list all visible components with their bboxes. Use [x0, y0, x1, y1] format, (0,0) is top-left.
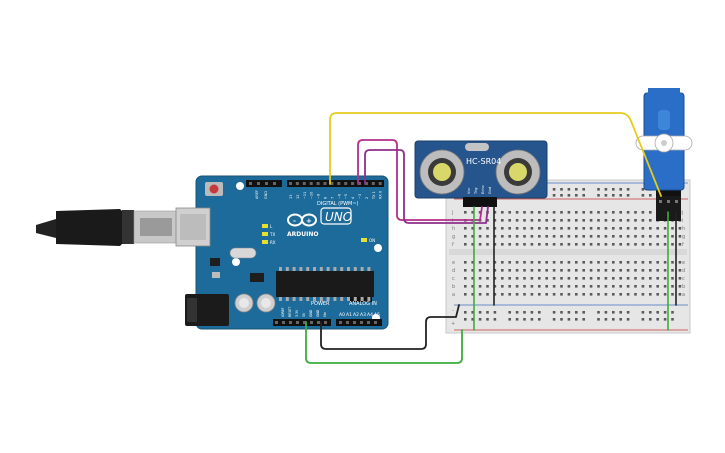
digital-pin-label: ~5 [344, 194, 348, 199]
analog-pin-label: A2 [353, 312, 359, 318]
usb-cable[interactable] [36, 209, 179, 246]
svg-text:-: - [293, 217, 296, 225]
uno-badge [320, 207, 352, 225]
digital-pin-label: 8 [324, 197, 328, 199]
row-letter: c [452, 276, 455, 282]
row-letter: b [682, 284, 685, 290]
power-pin-label: GND [316, 309, 320, 317]
power-analog-header[interactable] [273, 319, 382, 326]
row-letter: a [452, 292, 455, 298]
analog-in-label: ANALOG IN [349, 301, 377, 307]
digital-pin-label: ~9 [317, 194, 321, 199]
power-label: POWER [311, 301, 330, 307]
digital-pin-header[interactable] [246, 180, 384, 187]
led-l-label: L [270, 224, 273, 229]
wire-purple-echo[interactable] [364, 149, 489, 224]
digital-pin-label: RX 0 [379, 191, 383, 199]
svg-text:+: + [306, 217, 312, 225]
digital-pin-label: TX 1 [372, 191, 376, 200]
sensor-pin-label: Trig [474, 188, 478, 195]
power-pin-label: GND [309, 309, 313, 317]
row-letter: h [682, 226, 685, 232]
power-pin-label: 3.3V [295, 309, 299, 317]
analog-pin-label: A3 [360, 312, 366, 318]
row-letter: i [452, 218, 453, 224]
analog-pin-label: A0 [339, 312, 345, 318]
digital-pin-label: 4 [351, 196, 355, 199]
arduino-logo: - + [287, 213, 317, 227]
row-letter: d [682, 268, 685, 274]
uno-model-text: UNO [325, 210, 352, 224]
crystal-oscillator [229, 247, 257, 259]
row-letter: f [452, 242, 454, 248]
wire-yellow-servo-signal[interactable] [329, 112, 662, 197]
sensor-pin-label: Gnd [488, 187, 492, 194]
digital-pin-label: ~3 [358, 194, 362, 199]
analog-pin-label: A4 [367, 312, 373, 318]
led-on-label: ON [369, 238, 375, 243]
row-letter: g [682, 234, 685, 240]
power-pin-label: RESET [288, 307, 292, 317]
row-letter: i [682, 218, 683, 224]
digital-pin-label: 7 [330, 197, 334, 199]
wire-black-gnd[interactable] [320, 304, 460, 350]
row-letter: h [452, 226, 455, 232]
gnd-pin-label: GND [264, 191, 268, 199]
wire-magenta-trig[interactable] [357, 139, 483, 221]
row-letter: a [682, 292, 685, 298]
rail-minus-label: - [452, 308, 454, 314]
power-pin-label: 5V [302, 312, 306, 317]
power-pin-label: IOREF [281, 307, 285, 317]
aref-pin-label: AREF [255, 190, 259, 199]
row-letter: f [682, 242, 684, 248]
digital-pin-label: ~10 [310, 192, 314, 199]
power-pin-label: Vin [323, 312, 327, 317]
digital-pin-label: 2 [365, 197, 369, 199]
sensor-pin-label: Vcc [467, 188, 471, 194]
wire-green-5v[interactable] [305, 321, 463, 364]
arduino-brand-text: ARDUINO [287, 231, 318, 238]
row-letter: e [682, 260, 685, 266]
row-letter: g [452, 234, 455, 240]
led-tx-label: TX [269, 232, 275, 237]
digital-pin-label: 13 [289, 195, 293, 199]
row-letter: e [452, 260, 455, 266]
digital-pwm-label: DIGITAL (PWM~) [317, 201, 359, 207]
analog-pin-label: A1 [346, 312, 352, 318]
analog-pin-label: A5 [374, 312, 380, 318]
digital-pin-label: ~6 [337, 194, 341, 199]
row-letter: j [681, 210, 683, 216]
row-letter: b [452, 284, 455, 290]
digital-pin-label: 12 [296, 195, 300, 199]
digital-pin-label: ~11 [303, 192, 307, 199]
wires [305, 112, 677, 364]
atmega-chip [276, 267, 374, 301]
row-letter: j [451, 210, 453, 216]
led-rx-label: RX [270, 240, 276, 245]
row-letter: c [682, 276, 685, 282]
rail-plus-label: + [451, 321, 455, 327]
servo-motor[interactable] [635, 88, 693, 221]
sensor-model-text: HC-SR04 [466, 157, 501, 166]
sensor-pin-label: Echo [481, 185, 485, 194]
row-letter: d [452, 268, 455, 274]
